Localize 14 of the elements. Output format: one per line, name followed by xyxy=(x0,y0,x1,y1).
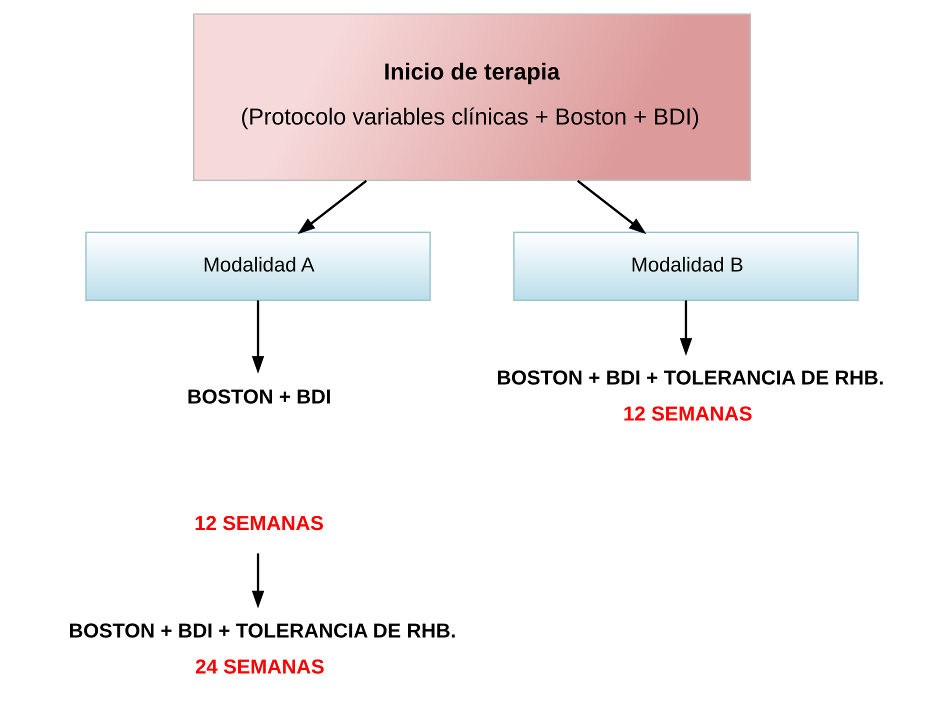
node-text: BOSTON + BDI + TOLERANCIA DE RHB. xyxy=(496,367,884,390)
arrow xyxy=(298,180,367,234)
node-text: BOSTON + BDI xyxy=(187,386,332,408)
arrow xyxy=(577,180,646,234)
arrow xyxy=(252,553,264,608)
arrow xyxy=(252,300,264,374)
node-text: BOSTON + BDI + TOLERANCIA DE RHB. xyxy=(68,620,456,642)
node-text: 12 SEMANAS xyxy=(194,512,324,535)
node-label: 12 SEMANAS xyxy=(623,404,752,426)
node-box: Modalidad A xyxy=(85,232,431,302)
node-label: 24 SEMANAS xyxy=(195,656,324,679)
arrow xyxy=(680,300,692,356)
node-box: Inicio de terapia (Protocolo variables clínicas + Boston + BDI) xyxy=(192,13,752,182)
node-box: Modalidad B xyxy=(513,232,859,302)
